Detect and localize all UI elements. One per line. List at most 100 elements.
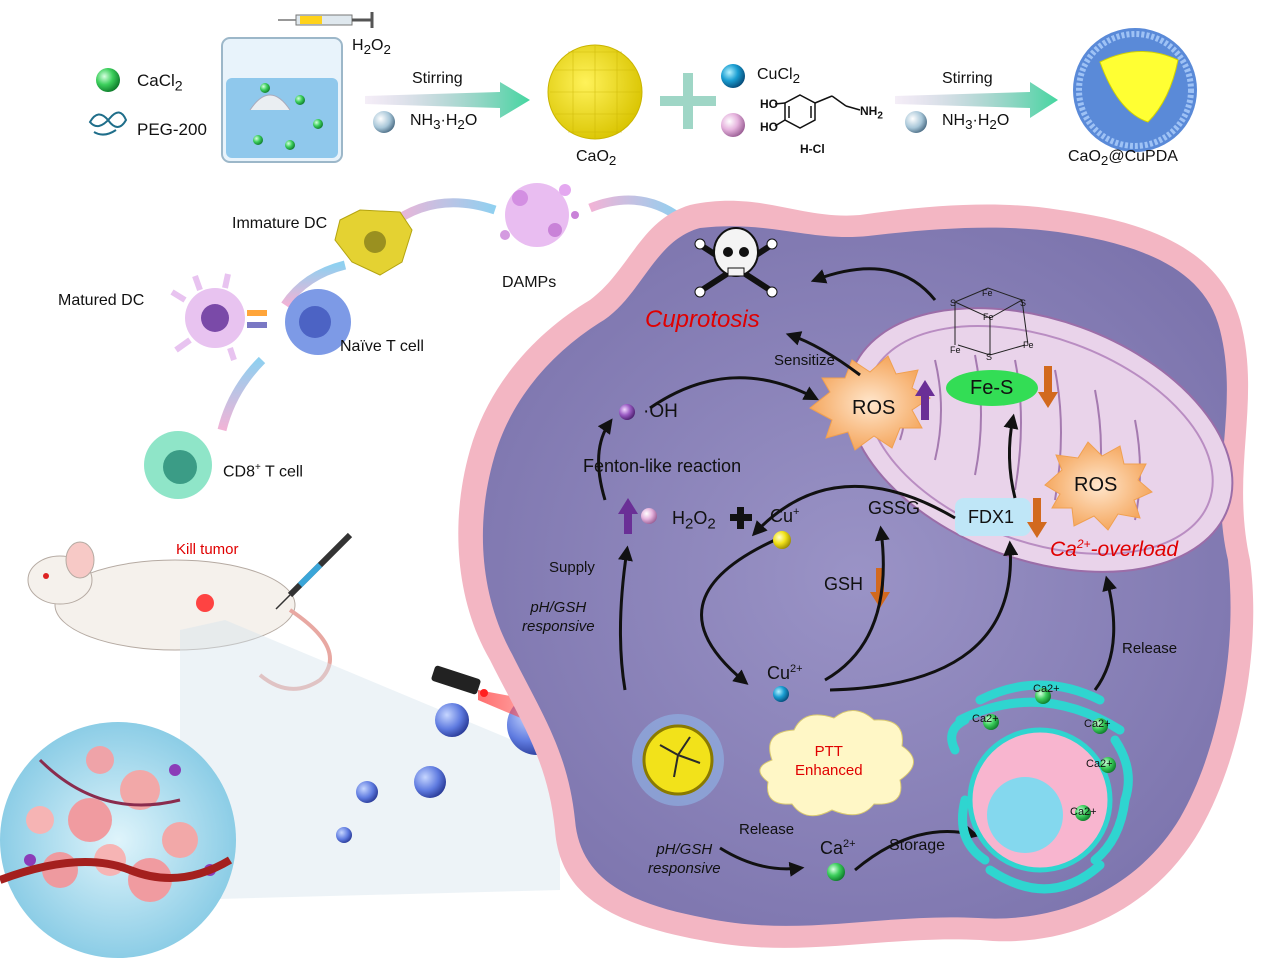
mouse-icon <box>27 541 332 691</box>
fenton-reaction-label: Fenton-like reaction <box>583 456 742 476</box>
dopamine-structure <box>774 94 861 129</box>
damps-label: DAMPs <box>502 274 557 291</box>
beaker-icon <box>221 37 343 163</box>
amine-label: NH2 <box>860 104 883 122</box>
skull-icon <box>694 227 778 298</box>
stirring-label-2: Stirring <box>942 70 993 87</box>
fdx1-label: FDX1 <box>968 507 1015 527</box>
er-ca-label: Ca2+ <box>1070 806 1097 818</box>
arrow-oh-to-ros <box>649 376 819 410</box>
syringe-icon <box>278 12 374 28</box>
peg-label: PEG-200 <box>137 120 207 139</box>
cao2-label: CaO2 <box>576 148 617 169</box>
injection-syringe-icon <box>275 532 353 610</box>
dc-t-cell-synapse <box>247 310 267 328</box>
pink-sphere-icon <box>721 113 745 137</box>
plus-icon <box>730 507 752 529</box>
fdx1-box <box>955 498 1031 536</box>
er-ca-label: Ca2+ <box>1086 758 1113 770</box>
hcl-label: H-Cl <box>800 142 825 156</box>
matured-dc-icon <box>170 273 245 361</box>
s-atom-label: S <box>986 352 993 362</box>
arrow-cu-to-cu2 <box>700 538 776 685</box>
ammonia-label-2: NH3·H2O <box>942 112 1010 133</box>
ammonia-label-1: NH3·H2O <box>410 112 478 133</box>
ros-burst-mito <box>1044 441 1153 531</box>
er-ca-label: Ca2+ <box>1084 718 1111 730</box>
fe-s-cluster-structure <box>953 287 1029 356</box>
h2o2-sphere <box>641 508 657 524</box>
arrow-release-ca <box>1093 575 1117 691</box>
arrow-down-icon <box>1027 498 1047 538</box>
polymer-coil-icon <box>88 111 128 136</box>
immature-dc-icon <box>334 209 413 276</box>
ca-overload-label: Ca2+-overload <box>1050 537 1179 561</box>
arrow-fdx1-to-fes <box>1003 413 1019 499</box>
nanoparticle <box>356 781 378 803</box>
cu2-plus-label: Cu2+ <box>767 663 803 683</box>
cao2-cupda-degrading-nanoparticle <box>632 714 724 806</box>
ros-burst-main <box>809 355 931 451</box>
s-atom-label: S <box>1020 298 1027 308</box>
fe-atom-label: Fe <box>983 312 994 322</box>
cacl2-label: CaCl2 <box>137 71 183 95</box>
gssg-label: GSSG <box>868 498 921 518</box>
gsh-label: GSH <box>824 574 864 594</box>
fe-atom-label: Fe <box>950 345 961 355</box>
arrow-release-ca2 <box>719 846 805 877</box>
release-label-bottom: Release <box>739 821 795 838</box>
ptt-cloud <box>759 710 914 817</box>
arrow-mito-to-cuprotosis <box>810 267 937 301</box>
synthesis-arrow-2 <box>895 82 1058 118</box>
silver-sphere-icon <box>905 111 927 133</box>
nanoparticle <box>336 827 352 843</box>
er-ca-label: Ca2+ <box>972 713 999 725</box>
cuprotosis-label: Cuprotosis <box>645 306 760 333</box>
fe-s-oval <box>946 370 1038 406</box>
tumor-tissue-icon <box>0 722 236 958</box>
oh-radical-sphere <box>619 404 635 420</box>
naive-t-cell-label: Naïve T cell <box>340 338 424 355</box>
cu2-plus-sphere <box>773 686 789 702</box>
blue-sphere-icon <box>721 64 745 88</box>
ca2-plus-label: Ca2+ <box>820 838 856 858</box>
h2o2-label: H2O2 <box>352 37 391 58</box>
synthesis-arrow-1 <box>365 82 530 118</box>
arrow-up-icon <box>915 380 935 420</box>
release-label-top: Release <box>1122 640 1178 657</box>
arrow-down-icon <box>1038 366 1058 408</box>
arrow-up-icon <box>618 498 638 534</box>
silver-sphere-icon <box>373 111 395 133</box>
immature-dc-label: Immature DC <box>232 215 328 232</box>
arrow-fdx1-to-cu <box>751 484 956 537</box>
stirring-label-1: Stirring <box>412 70 463 87</box>
arrow-fenton <box>597 418 613 501</box>
ca2-plus-sphere <box>827 863 845 881</box>
er-ca-label: Ca2+ <box>1033 683 1060 695</box>
cu-plus-sphere <box>773 531 791 549</box>
endoplasmic-reticulum-icon <box>947 680 1133 894</box>
cao2-cupda-label: CaO2@CuPDA <box>1068 148 1178 169</box>
nanoparticle <box>414 766 446 798</box>
arrow-supply <box>618 545 633 691</box>
fe-atom-label: Fe <box>982 288 993 298</box>
arrow-cu2-to-fdx1 <box>829 540 1019 692</box>
hydroxyl-radical-label: ·OH <box>643 401 678 422</box>
plus-icon <box>660 73 716 129</box>
cu-plus-label: Cu+ <box>770 506 800 526</box>
cd8-t-cell-label: CD8+ T cell <box>223 462 303 481</box>
sensitize-label: Sensitize <box>774 352 835 369</box>
fe-s-label: Fe-S <box>970 377 1014 399</box>
storage-label: Storage <box>889 837 946 854</box>
hydroxyl-label-2: HO <box>760 120 778 134</box>
fe-atom-label: Fe <box>1023 340 1034 350</box>
h2o2-cell-label: H2O2 <box>672 508 716 533</box>
hydroxyl-label-1: HO <box>760 97 778 111</box>
nanoparticle <box>435 703 469 737</box>
supply-label: Supply <box>549 559 595 576</box>
s-atom-label: S <box>950 298 957 308</box>
